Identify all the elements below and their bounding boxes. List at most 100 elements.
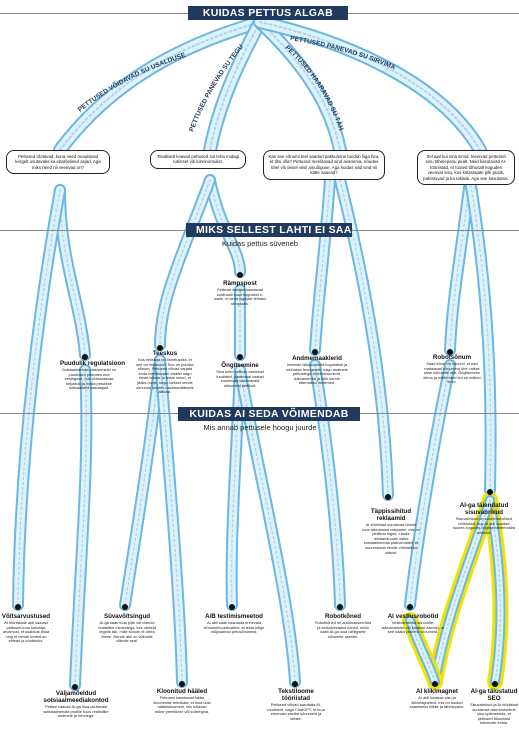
node-desc: Pettused võivad kasutada AI-mudeleid, na… xyxy=(267,702,325,721)
strand-texture xyxy=(17,189,61,606)
strand-texture xyxy=(449,179,471,351)
strand-texture xyxy=(74,369,88,686)
node-dot xyxy=(292,681,298,687)
svg-text:PETTUSED HAARAVAD SU TÄHELEPAN: PETTUSED HAARAVAD SU TÄHELEPANU xyxy=(0,0,344,132)
node-title: AI vestlusrobotid xyxy=(387,613,439,620)
node-teeskus: Teeskus Kas helistaja on õnnetuseks, et … xyxy=(136,350,194,395)
node-content-farms: AI-ga täiendatud sisuvabrikud Sisuvabrik… xyxy=(452,502,516,535)
branch-label-action: PETTUSED PANEVAD SU TEGUTSEMA xyxy=(0,0,245,133)
node-rampspost: Rämpspost Pettuste saatjad saadavad kord… xyxy=(212,280,268,306)
svg-text:PETTUSED VÕIDAVAD SU USALDUSE: PETTUSED VÕIDAVAD SU USALDUSE xyxy=(77,52,187,114)
node-title: Tekstiloome tööriistad xyxy=(278,688,314,702)
node-dot xyxy=(487,489,493,495)
node-title: Õngitsemine xyxy=(221,362,259,369)
node-title: AI klikimagnet xyxy=(416,688,458,695)
node-robotsonum: Robotsõnum Saad kõne või sõnumi, et nad … xyxy=(422,354,482,385)
node-title: A/B testimismeetod xyxy=(205,613,263,620)
node-title: AI-ga täiendatud sisuvabrikud xyxy=(459,502,509,516)
node-dot xyxy=(492,681,498,687)
node-ongitsemine: Õngitsemine Sina tuled pettuse vestelust… xyxy=(212,362,268,388)
strand-texture xyxy=(314,364,341,606)
node-title: Andmemaaklerid xyxy=(292,355,342,362)
strand-texture xyxy=(409,364,451,606)
node-desc: Sotsiaalmeedia platvormidel on puudused … xyxy=(61,367,117,391)
node-dot xyxy=(385,494,391,500)
node-ab-testing: A/B testimismeetod AI abil saab kasutada… xyxy=(201,613,267,635)
node-robocalls: Robotkõned Robotkõned on automatiseeritu… xyxy=(313,613,373,639)
node-title: Kloonitud hääled xyxy=(156,688,208,695)
node-desc: AI abil saab kasutada erinevaid sõnumeid… xyxy=(203,620,265,635)
strand-texture xyxy=(159,359,183,683)
node-desc: Kas helistaja on õnnetuseks, et see on i… xyxy=(136,357,194,395)
question-bubble-action: Tavaliselt leiavad pettused sul teha mid… xyxy=(150,150,246,169)
node-title: Robotsõnum xyxy=(432,354,472,361)
node-desc: Sisuvabrikud ja AI tööriistad suudavad o… xyxy=(470,702,518,726)
node-desc: AI tööriistad suudavad kiiresti luua isi… xyxy=(362,522,420,555)
node-fake-social-accounts: Väljamõeldud sotsiaalmeediakontod Pettus… xyxy=(38,690,114,719)
node-title: Teeskus xyxy=(152,350,178,357)
node-dot xyxy=(237,354,243,360)
node-desc: Sina tuled pettuse vestelust tundideni, … xyxy=(216,369,264,388)
node-title: Võltsarvustused xyxy=(1,613,51,620)
node-title: Täppissihitud reklaamid xyxy=(370,508,412,522)
node-title: AI-ga täiustatud SEO xyxy=(470,688,518,702)
node-desc: Pettusi saavad AI-ga luua usutavaid sots… xyxy=(43,704,109,719)
strand-texture xyxy=(469,179,492,491)
section-why-title: MIKS SELLEST LAHTI EI SAA xyxy=(186,223,352,237)
strand-texture xyxy=(159,179,211,346)
strand-texture xyxy=(314,179,331,351)
section-ai-title: KUIDAS AI SEDA VÕIMENDAB xyxy=(178,407,360,421)
question-bubble-browse: Sel ajal kui sina sirvid, teenivad pettu… xyxy=(417,150,515,186)
node-cloned-voices: Kloonitud hääled Pettused kasutavad hääl… xyxy=(153,688,211,714)
node-desc: Pettuste saatjad saadavad korduvalt suur… xyxy=(213,287,267,306)
strand-texture xyxy=(409,619,436,683)
node-desc: Pettused kasutavad hääle kloonimise tehn… xyxy=(153,695,211,714)
node-dot xyxy=(337,604,343,610)
node-dot xyxy=(312,349,318,355)
node-desc: AI abil luuakse sisu ja klikimagneteid, … xyxy=(409,695,465,710)
branch-label-attention: PETTUSED HAARAVAD SU TÄHELEPANU xyxy=(0,0,344,132)
branch-label-trust: PETTUSED VÕIDAVAD SU USALDUSE xyxy=(77,52,187,114)
strand-texture xyxy=(489,499,502,683)
node-ai-seo: AI-ga täiustatud SEO Sisuvabrikud ja AI … xyxy=(470,688,518,726)
node-fake-reviews: Võltsarvustused AI tööriistade abil saav… xyxy=(0,613,52,644)
node-dot xyxy=(447,349,453,355)
node-desc: AI tööriistade abil saavad pettused luua… xyxy=(2,620,50,644)
node-title: Rämpspost xyxy=(223,280,257,287)
node-desc: Robotkõned on automatiseeritud ja eelsal… xyxy=(314,620,372,639)
node-title: Väljamõeldud sotsiaalmeediakontod xyxy=(43,690,109,704)
section-why-subtitle: Kuidas pettus süveneb xyxy=(222,239,298,248)
node-title: Robotkõned xyxy=(324,613,362,620)
node-desc: Vestlusrobotid sõnumite, isikuandmete võ… xyxy=(381,620,445,635)
svg-text:PETTUSED PANEVAD SU TEGUTSEMA: PETTUSED PANEVAD SU TEGUTSEMA xyxy=(0,0,245,133)
node-targeted-ads: Täppissihitud reklaamid AI tööriistad su… xyxy=(362,508,420,555)
node-desc: AI-ga saab luua pilte või videoid realis… xyxy=(98,620,156,644)
node-dot xyxy=(229,604,235,610)
node-dot xyxy=(157,345,163,351)
question-bubble-attention: Kas see sõnumi teel saadud pakkumine tun… xyxy=(263,150,385,180)
node-dot xyxy=(72,684,78,690)
node-dot xyxy=(432,681,438,687)
node-deepfakes: Süvavõltsingud AI-ga saab luua pilte või… xyxy=(98,613,156,644)
node-desc: Inimeste isikuandmed kogutakse ja müüaks… xyxy=(286,362,348,386)
main-title-banner: KUIDAS PETTUS ALGAB xyxy=(188,6,348,20)
strand-texture xyxy=(230,369,241,606)
node-dot xyxy=(237,272,243,278)
node-title: Süvavõltsingud xyxy=(103,613,151,620)
strand-texture xyxy=(434,499,491,683)
node-regulation: Puudulik regulatsioon Sotsiaalmeedia pla… xyxy=(60,360,125,391)
node-desc: Sisuvabrikud on suuremahulised tööstused… xyxy=(452,516,516,535)
section-ai-subtitle: Mis annab pettusele hoogu juurde xyxy=(203,423,317,432)
node-andmemaaklerid: Andmemaaklerid Inimeste isikuandmed kogu… xyxy=(286,355,348,386)
node-dot xyxy=(15,604,21,610)
node-title: Puudulik regulatsioon xyxy=(60,360,125,367)
node-dot xyxy=(122,604,128,610)
node-clickbait: AI klikimagnet AI abil luuakse sisu ja k… xyxy=(408,688,466,710)
node-dot xyxy=(82,354,88,360)
strand-texture xyxy=(124,359,161,606)
node-dot xyxy=(179,681,185,687)
strand-texture xyxy=(239,369,296,683)
